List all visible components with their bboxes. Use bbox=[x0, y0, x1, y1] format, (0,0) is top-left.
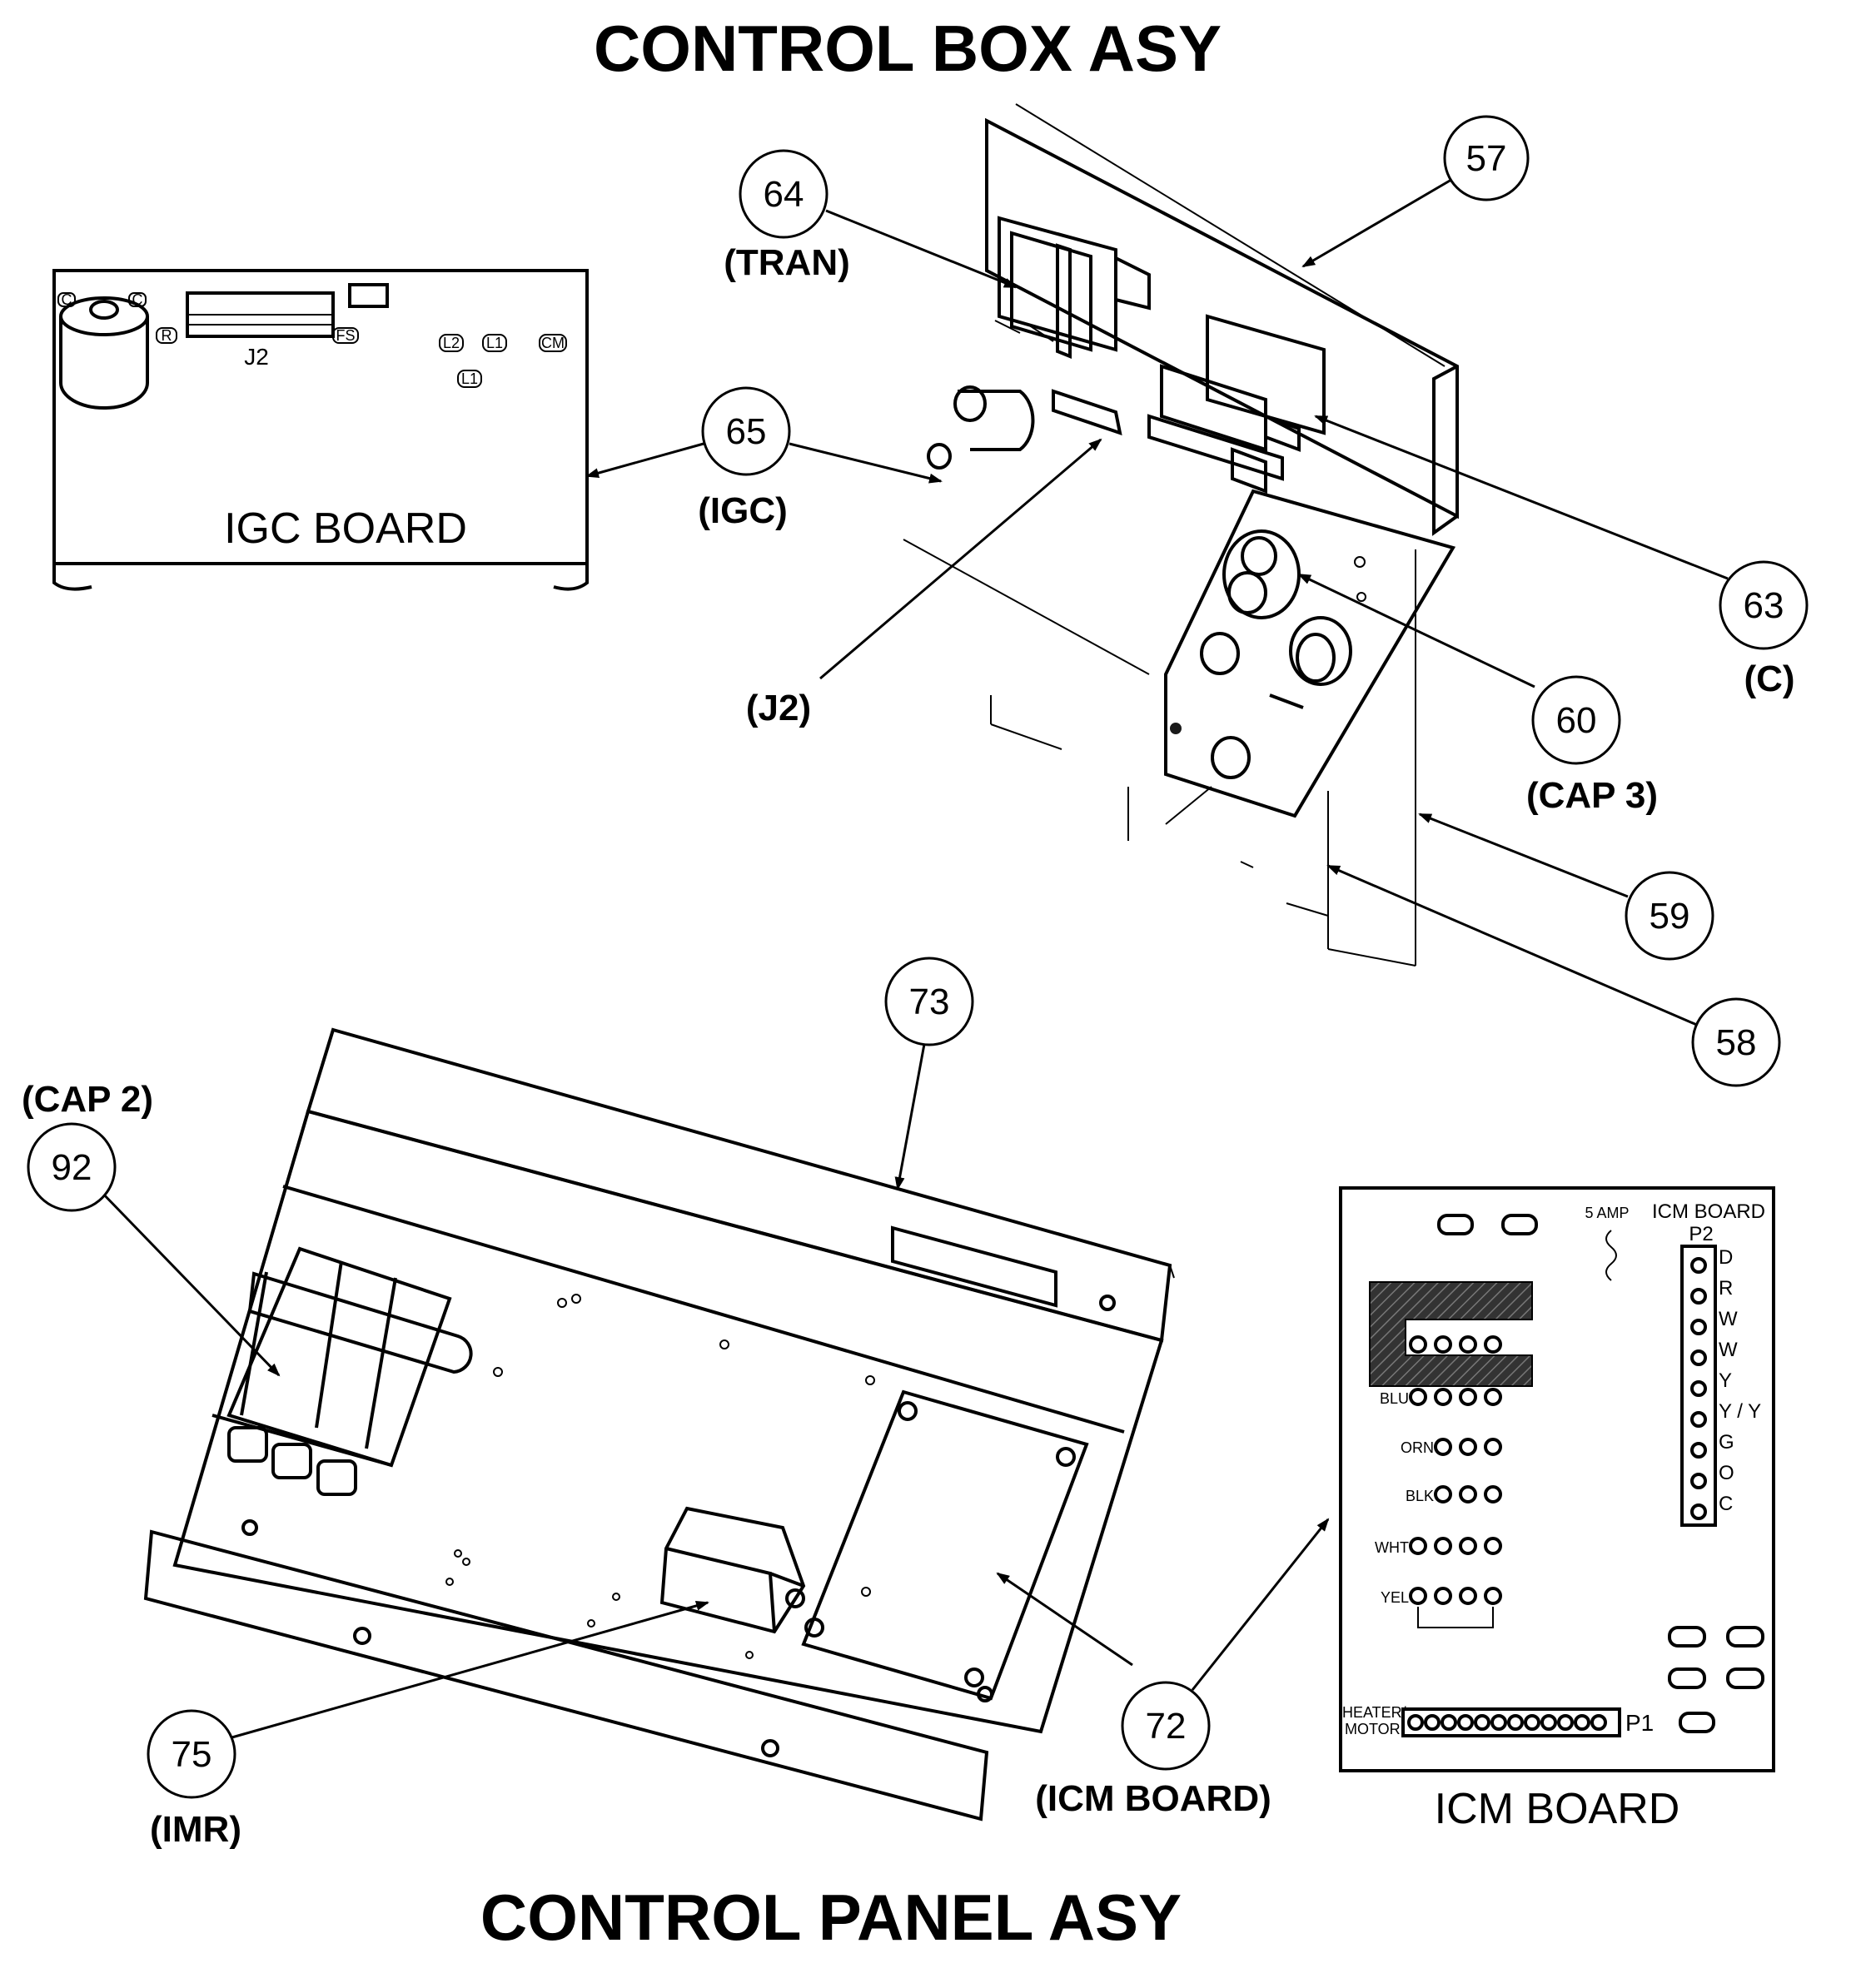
svg-text:57: 57 bbox=[1466, 138, 1507, 179]
svg-text:W: W bbox=[1719, 1339, 1738, 1361]
svg-text:W: W bbox=[1719, 1308, 1738, 1330]
igc-terminals: C C R FS L2 L1 CM L1 bbox=[57, 291, 567, 388]
svg-text:Y / Y: Y / Y bbox=[1719, 1400, 1761, 1423]
contactor bbox=[1147, 314, 1326, 494]
svg-text:BLK: BLK bbox=[1406, 1488, 1434, 1504]
icm-board-on-panel bbox=[801, 1389, 1089, 1702]
svg-text:G: G bbox=[1719, 1431, 1734, 1454]
icm-board-detail: 5 AMP ICM BOARD P2 D R W W Y Y / Y G O C… bbox=[1339, 1186, 1775, 1833]
icm-fuse-label: 5 AMP bbox=[1585, 1205, 1629, 1221]
svg-text:(J2): (J2) bbox=[746, 688, 811, 728]
svg-text:(TRAN): (TRAN) bbox=[724, 242, 850, 283]
j2-connector-part bbox=[1052, 389, 1122, 436]
icm-board-name: ICM BOARD bbox=[1435, 1785, 1680, 1833]
icm-heater-label-1: HEATER/ bbox=[1342, 1704, 1406, 1721]
control-panel-assembly bbox=[143, 1027, 1175, 1822]
svg-text:(CAP 2): (CAP 2) bbox=[22, 1079, 153, 1120]
svg-text:64: 64 bbox=[764, 174, 804, 215]
icm-p1-pins bbox=[1407, 1714, 1607, 1731]
callout-64: 64 (TRAN) bbox=[724, 149, 850, 283]
cap2-capacitor bbox=[211, 1246, 473, 1496]
svg-text:R: R bbox=[1719, 1277, 1733, 1300]
callout-92: 92 (CAP 2) bbox=[22, 1079, 153, 1212]
svg-text:D: D bbox=[1719, 1246, 1733, 1269]
icm-wire-rows: BLU ORN BLK WHT YEL bbox=[1375, 1335, 1502, 1628]
control-box-assembly bbox=[903, 103, 1459, 967]
callout-57: 57 bbox=[1443, 115, 1530, 201]
imr-relay bbox=[659, 1506, 806, 1634]
svg-text:O: O bbox=[1719, 1462, 1734, 1484]
callout-65: 65 (IGC) bbox=[698, 386, 791, 531]
svg-text:C: C bbox=[132, 291, 143, 308]
callout-63: 63 (C) bbox=[1719, 560, 1809, 699]
svg-text:75: 75 bbox=[172, 1734, 212, 1775]
cap3-holes bbox=[1170, 529, 1366, 779]
svg-text:YEL: YEL bbox=[1381, 1589, 1409, 1606]
svg-text:60: 60 bbox=[1556, 700, 1597, 741]
svg-text:ORN: ORN bbox=[1401, 1439, 1434, 1456]
igc-board: J2 C C R FS L2 L1 CM L1 IGC BOARD bbox=[52, 269, 589, 591]
icm-p1-label: P1 bbox=[1625, 1710, 1654, 1736]
svg-text:58: 58 bbox=[1716, 1022, 1757, 1063]
svg-text:(C): (C) bbox=[1744, 659, 1794, 699]
callout-73: 73 bbox=[884, 957, 974, 1046]
igc-j2-label: J2 bbox=[244, 344, 269, 370]
callout-60: 60 (CAP 3) bbox=[1526, 675, 1658, 816]
svg-text:(IGC): (IGC) bbox=[698, 490, 788, 531]
control-box-title: CONTROL BOX ASY bbox=[594, 12, 1222, 85]
leader-lines bbox=[98, 176, 1729, 1740]
svg-text:FS: FS bbox=[336, 327, 355, 344]
icm-heater-label-2: MOTOR bbox=[1345, 1721, 1401, 1737]
transformer bbox=[994, 216, 1151, 359]
svg-text:65: 65 bbox=[726, 411, 767, 452]
svg-text:(ICM BOARD): (ICM BOARD) bbox=[1035, 1778, 1271, 1819]
callout-j2-label: (J2) bbox=[746, 688, 811, 728]
svg-text:92: 92 bbox=[52, 1147, 92, 1188]
svg-text:C: C bbox=[1719, 1493, 1733, 1515]
igc-part bbox=[927, 385, 1035, 470]
svg-text:WHT: WHT bbox=[1375, 1539, 1409, 1556]
callout-75: 75 (IMR) bbox=[147, 1709, 241, 1850]
svg-text:L2: L2 bbox=[443, 335, 460, 351]
icm-p2-pins: D R W W Y Y / Y G O C bbox=[1690, 1246, 1761, 1520]
svg-text:CM: CM bbox=[541, 335, 565, 351]
callout-72: 72 (ICM BOARD) bbox=[1035, 1681, 1271, 1819]
svg-text:(IMR): (IMR) bbox=[150, 1809, 241, 1850]
svg-text:L1: L1 bbox=[486, 335, 503, 351]
svg-text:59: 59 bbox=[1650, 896, 1690, 937]
icm-p2-label: P2 bbox=[1689, 1223, 1713, 1245]
callout-59: 59 bbox=[1625, 871, 1714, 961]
svg-text:72: 72 bbox=[1146, 1706, 1187, 1747]
svg-text:L1: L1 bbox=[461, 370, 478, 387]
callout-58: 58 bbox=[1691, 997, 1781, 1087]
igc-board-name: IGC BOARD bbox=[224, 504, 467, 553]
svg-text:R: R bbox=[162, 327, 172, 344]
control-panel-title: CONTROL PANEL ASY bbox=[480, 1881, 1182, 1954]
svg-text:73: 73 bbox=[909, 982, 950, 1022]
svg-text:Y: Y bbox=[1719, 1369, 1732, 1392]
svg-text:BLU: BLU bbox=[1380, 1390, 1409, 1407]
svg-text:63: 63 bbox=[1744, 585, 1784, 626]
icm-board-header-label: ICM BOARD bbox=[1652, 1200, 1765, 1223]
svg-text:C: C bbox=[62, 291, 72, 308]
svg-text:(CAP 3): (CAP 3) bbox=[1526, 775, 1658, 816]
